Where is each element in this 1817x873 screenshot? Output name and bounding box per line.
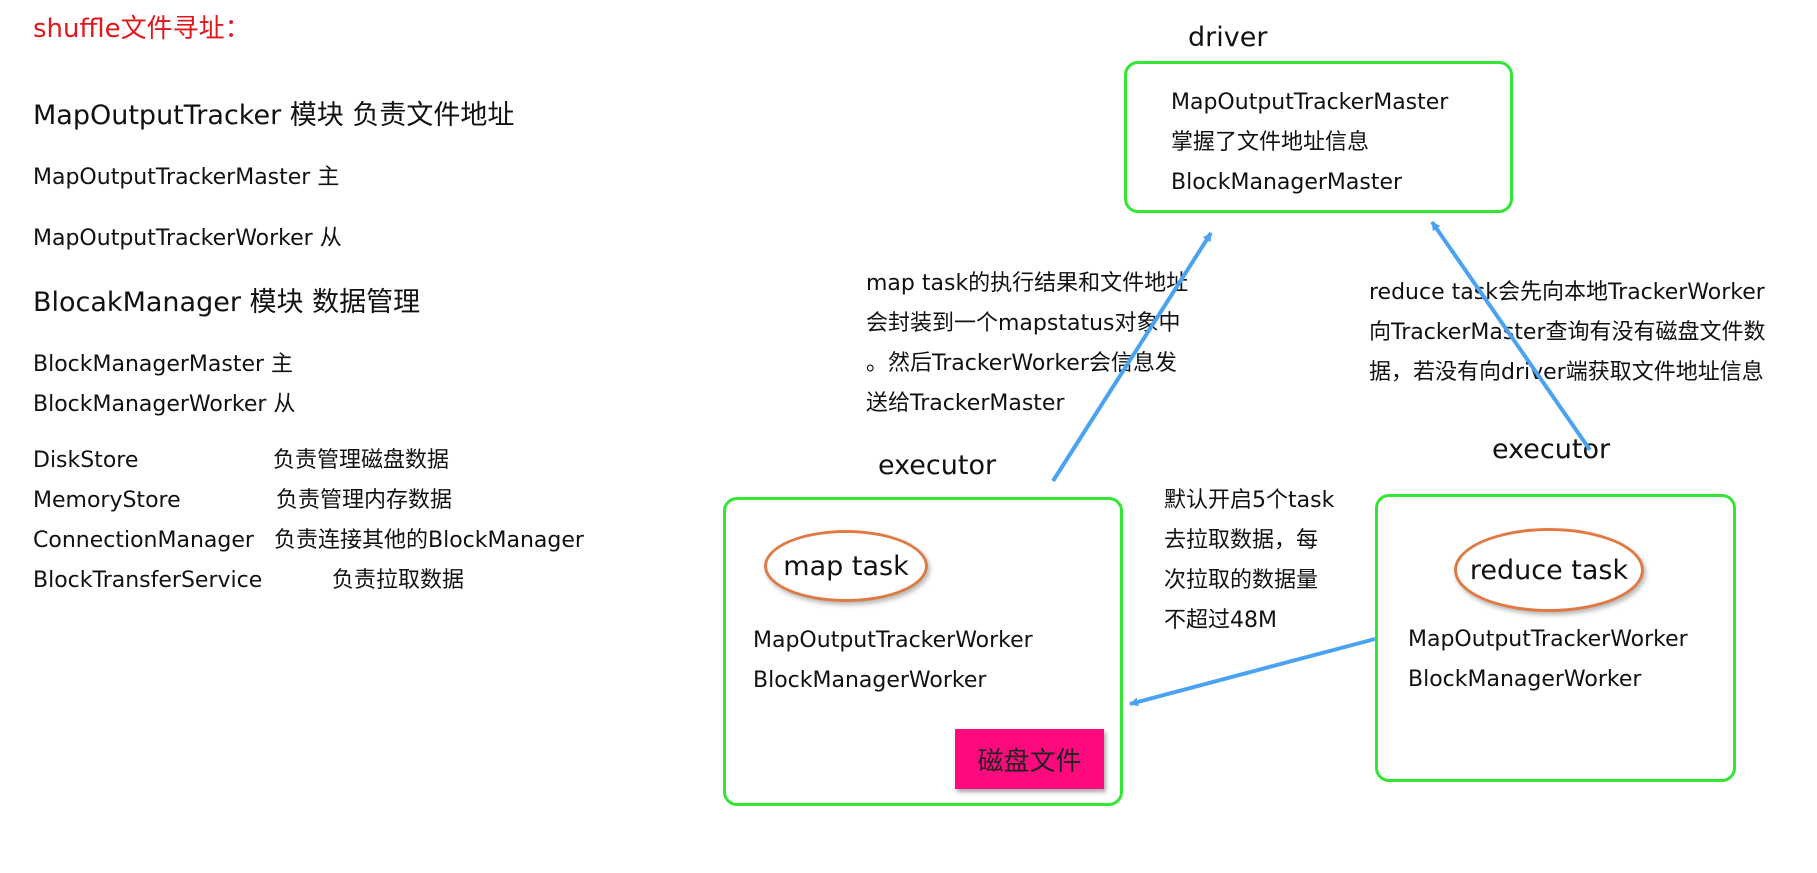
component-desc: 负责管理内存数据 <box>276 488 453 513</box>
map-task-label: map task <box>783 550 909 582</box>
map-executor-line: BlockManagerWorker <box>753 668 987 693</box>
map-executor-box: map task MapOutputTrackerWorker BlockMan… <box>723 497 1123 806</box>
fetch-note-line: 次拉取的数据量 <box>1164 568 1319 593</box>
block-manager-worker-text: BlockManagerWorker 从 <box>33 392 296 417</box>
reduce-note-line: 据，若没有向driver端获取文件地址信息 <box>1369 360 1764 385</box>
block-manager-master-text: BlockManagerMaster 主 <box>33 352 294 377</box>
component-desc: 负责拉取数据 <box>332 568 465 593</box>
component-desc: 负责连接其他的BlockManager <box>274 528 584 553</box>
driver-label: driver <box>1188 22 1268 53</box>
disk-file-label: 磁盘文件 <box>977 746 1082 777</box>
map-executor-line: MapOutputTrackerWorker <box>753 628 1033 653</box>
reduce-note-line: 向TrackerMaster查询有没有磁盘文件数 <box>1369 320 1766 345</box>
reduce-executor-line: MapOutputTrackerWorker <box>1408 627 1688 652</box>
map-note-line: 送给TrackerMaster <box>866 391 1065 416</box>
driver-line: BlockManagerMaster <box>1171 170 1403 195</box>
component-name: ConnectionManager <box>33 528 254 553</box>
component-name: DiskStore <box>33 448 139 473</box>
component-name: BlockTransferService <box>33 568 263 593</box>
block-manager-heading: BlocakManager 模块 数据管理 <box>33 287 421 318</box>
driver-box: MapOutputTrackerMaster 掌握了文件地址信息 BlockMa… <box>1124 61 1513 213</box>
map-task-node: map task <box>764 530 928 602</box>
reduce-task-label: reduce task <box>1469 554 1629 586</box>
fetch-note-line: 去拉取数据，每 <box>1164 528 1319 553</box>
disk-file-block: 磁盘文件 <box>955 729 1104 789</box>
fetch-note-line: 默认开启5个task <box>1164 488 1335 513</box>
reduce-note-line: reduce task会先向本地TrackerWorker <box>1369 280 1765 305</box>
component-name: MemoryStore <box>33 488 181 513</box>
map-to-driver-arrow <box>1051 231 1213 483</box>
driver-line: 掌握了文件地址信息 <box>1171 130 1370 155</box>
reduce-executor-line: BlockManagerWorker <box>1408 667 1642 692</box>
page-title: shuffle文件寻址： <box>33 14 251 44</box>
map-output-tracker-heading: MapOutputTracker 模块 负责文件地址 <box>33 100 515 131</box>
component-desc: 负责管理磁盘数据 <box>273 448 450 473</box>
map-output-tracker-master-text: MapOutputTrackerMaster 主 <box>33 165 340 190</box>
map-note-line: 会封装到一个mapstatus对象中 <box>866 311 1181 336</box>
map-note-line: 。然后TrackerWorker会信息发 <box>866 351 1177 376</box>
map-note-line: map task的执行结果和文件地址 <box>866 271 1189 296</box>
reduce-executor-box: reduce task MapOutputTrackerWorker Block… <box>1375 494 1736 782</box>
map-executor-label: executor <box>878 450 997 481</box>
reduce-to-driver-arrow <box>1430 220 1592 452</box>
driver-line: MapOutputTrackerMaster <box>1171 90 1449 115</box>
map-output-tracker-worker-text: MapOutputTrackerWorker 从 <box>33 226 342 251</box>
fetch-note-line: 不超过48M <box>1164 608 1277 633</box>
reduce-task-node: reduce task <box>1454 528 1644 612</box>
reduce-fetch-arrow <box>1129 637 1376 707</box>
